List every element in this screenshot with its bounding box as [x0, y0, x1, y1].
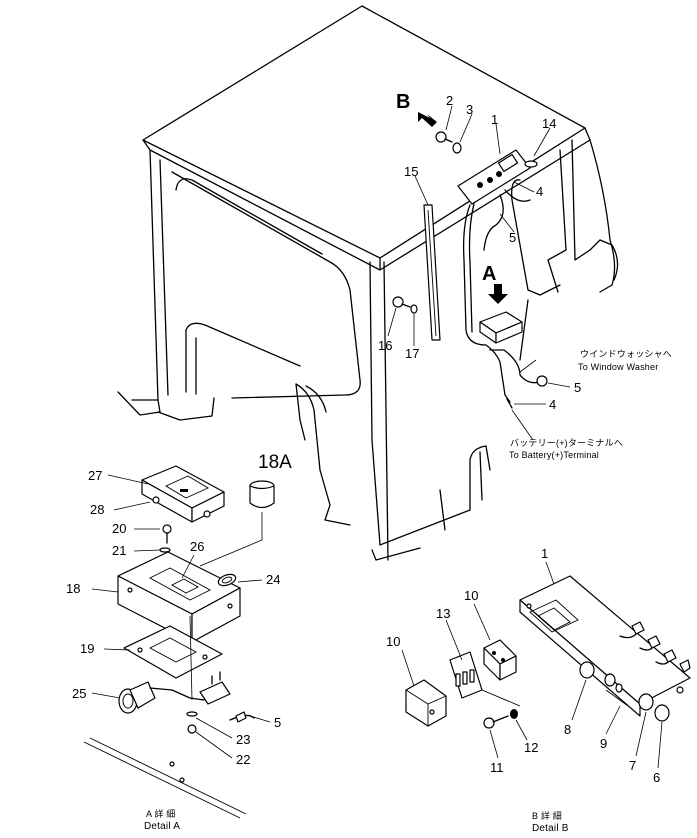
detail-a-parts	[83, 465, 275, 819]
detail-b-caption-jp: B 詳 細	[532, 810, 562, 821]
note-window-washer-en: To Window Washer	[578, 362, 658, 372]
callout-b11: 11	[490, 760, 504, 775]
callout-15: 15	[404, 164, 418, 179]
callout-4-battery: 4	[549, 397, 556, 412]
callout-22: 22	[236, 752, 250, 767]
detail-b-caption-en: Detail B	[532, 823, 569, 833]
callout-b12: 12	[524, 740, 538, 755]
callout-b9: 9	[600, 736, 607, 751]
callout-24: 24	[266, 572, 280, 587]
callout-18A: 18A	[258, 452, 292, 473]
callout-labels-detail-b: 1 10 13 10 8 9 7 6 12 11	[386, 546, 660, 785]
view-arrows	[418, 112, 508, 304]
callout-5-washer: 5	[574, 380, 581, 395]
callout-4-top: 4	[536, 184, 543, 199]
callout-27: 27	[88, 468, 102, 483]
callout-20: 20	[112, 521, 126, 536]
callout-16: 16	[378, 338, 392, 353]
panel-assembly-top	[392, 131, 548, 409]
callout-5-detail-a: 5	[274, 715, 281, 730]
callout-1: 1	[491, 112, 498, 127]
view-marker-b: B	[396, 91, 410, 113]
callout-3: 3	[466, 102, 473, 117]
callout-b10-relay: 10	[464, 588, 478, 603]
callout-5-top: 5	[509, 230, 516, 245]
note-battery-jp: バッテリー(+)ターミナルへ	[510, 438, 623, 448]
callout-b1: 1	[541, 546, 548, 561]
callout-2: 2	[446, 93, 453, 108]
leader-lines-detail-a	[91, 474, 271, 759]
callout-21: 21	[112, 543, 126, 558]
callout-b6: 6	[653, 770, 660, 785]
callout-labels-detail-a: 18A 27 28 20 21 26 18 24 19 25 23 22 5	[66, 452, 292, 767]
callout-17: 17	[405, 346, 419, 361]
view-marker-labels: B A	[396, 91, 496, 285]
callout-b7: 7	[629, 758, 636, 773]
callout-b10-cover: 10	[386, 634, 400, 649]
callout-28: 28	[90, 502, 104, 517]
detail-a-caption-jp: A 詳 細	[146, 808, 176, 819]
callout-14: 14	[542, 116, 556, 131]
leader-lines-top	[387, 105, 571, 441]
callout-25: 25	[72, 686, 86, 701]
callout-19: 19	[80, 641, 94, 656]
detail-captions: A 詳 細 Detail A B 詳 細 Detail B	[144, 808, 569, 834]
callout-b8: 8	[564, 722, 571, 737]
callout-26: 26	[190, 539, 204, 554]
view-marker-a: A	[482, 263, 496, 285]
note-window-washer-jp: ウインドウォッシャへ	[580, 349, 672, 359]
callout-18: 18	[66, 581, 80, 596]
callout-b13: 13	[436, 606, 450, 621]
leader-lines-detail-b	[401, 561, 663, 769]
note-battery-en: To Battery(+)Terminal	[509, 450, 599, 460]
cab-structure	[117, 5, 619, 561]
callout-23: 23	[236, 732, 250, 747]
routing-notes: ウインドウォッシャへ To Window Washer バッテリー(+)ターミナ…	[509, 349, 672, 460]
detail-a-caption-en: Detail A	[144, 821, 180, 832]
callout-labels-top: 2 3 1 14 4 5 15 16 17 5 4	[378, 93, 581, 412]
detail-b-parts	[405, 575, 691, 729]
